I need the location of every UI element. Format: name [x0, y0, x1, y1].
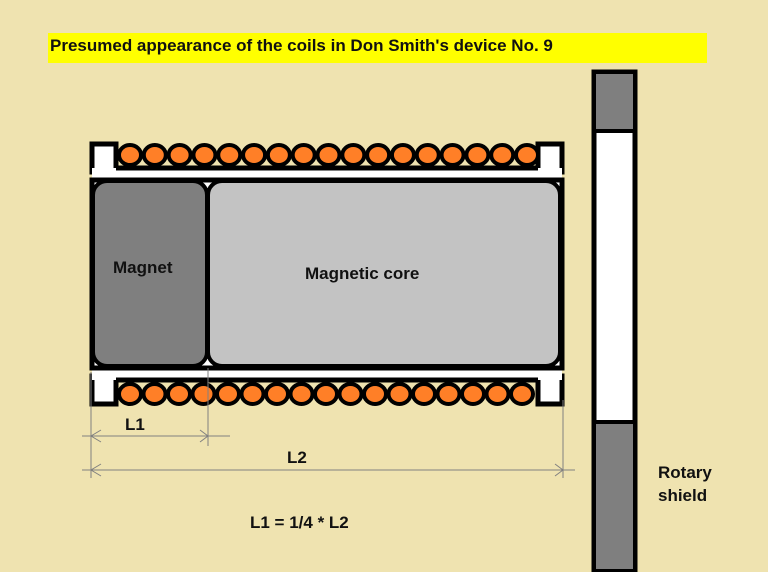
dimension-lines	[82, 368, 575, 478]
title-highlight	[48, 33, 707, 63]
rotary-shield-label-line1: Rotary	[658, 463, 712, 482]
coil-turn	[340, 143, 367, 167]
coil-turn	[460, 382, 486, 406]
bottom-coil-winding	[117, 382, 535, 406]
coil-turn	[191, 143, 218, 167]
rotary-shield	[591, 69, 638, 572]
coil-turn	[166, 382, 192, 406]
l2-label: L2	[287, 448, 307, 467]
coil-turn	[264, 382, 290, 406]
coil-turn	[489, 143, 516, 167]
coil-turn	[337, 382, 364, 406]
coil-turn	[313, 382, 339, 406]
coil-turn	[190, 382, 217, 406]
coil-turn	[141, 143, 168, 167]
coil-turn	[288, 382, 315, 406]
diagram-title: Presumed appearance of the coils in Don …	[50, 36, 553, 55]
coil-turn	[386, 382, 413, 406]
coil-turn	[362, 382, 388, 406]
coil-turn	[215, 382, 241, 406]
formula-label: L1 = 1/4 * L2	[250, 513, 349, 532]
coil-turn	[435, 382, 462, 406]
coil-turn	[315, 143, 342, 167]
rotary-shield-label-line2: shield	[658, 486, 707, 505]
coil-turn	[166, 143, 193, 167]
top-coil-winding	[117, 143, 540, 167]
coil-turn	[239, 382, 266, 406]
coil-turn	[439, 143, 466, 167]
magnet-label: Magnet	[113, 258, 173, 277]
coil-turn	[389, 143, 416, 167]
magnetic-core	[206, 179, 562, 368]
coil-turn	[411, 382, 437, 406]
coil-turn	[484, 382, 511, 406]
coil-turn	[514, 143, 540, 167]
coil-turn	[117, 382, 143, 406]
coil-turn	[216, 143, 243, 167]
l1-label: L1	[125, 415, 145, 434]
coil-turn	[265, 143, 292, 167]
coil-turn	[365, 143, 392, 167]
coil-turn	[141, 382, 168, 406]
coil-turn	[241, 143, 268, 167]
coil-turn	[464, 143, 491, 167]
coil-turn	[290, 143, 317, 167]
coil-turn	[414, 143, 441, 167]
core-label: Magnetic core	[305, 264, 419, 283]
coil-turn	[117, 143, 143, 167]
coil-turn	[509, 382, 535, 406]
